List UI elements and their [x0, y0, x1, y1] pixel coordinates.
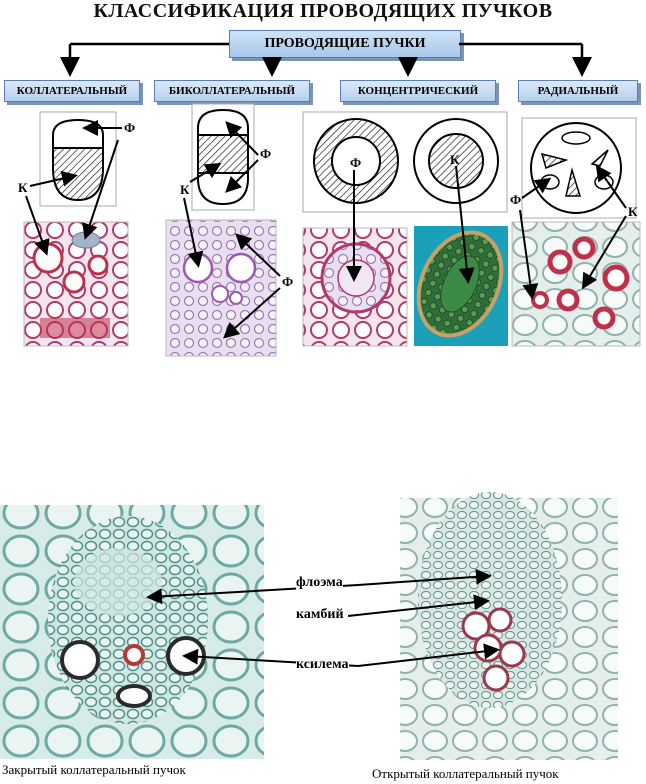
- phloem-marker-radial: Ф: [510, 192, 522, 207]
- label-xylem: ксилема: [296, 657, 349, 673]
- category-radial: РАДИАЛЬНЫЙ: [518, 80, 638, 102]
- xylem-marker-collateral: К: [18, 180, 28, 195]
- micrograph-concentric-2: [414, 226, 508, 346]
- category-collateral: КОЛЛАТЕРАЛЬНЫЙ: [4, 80, 140, 102]
- xylem-marker-radial: К: [628, 204, 638, 219]
- label-cambium: камбий: [296, 607, 344, 623]
- page-title: КЛАССИФИКАЦИЯ ПРОВОДЯЩИХ ПУЧКОВ: [93, 0, 553, 22]
- pointer-arrows: [25, 120, 627, 667]
- phloem-marker-bicollateral-micro: Ф: [282, 274, 294, 289]
- label-phloem: флоэма: [296, 575, 343, 591]
- xylem-marker-bicollateral: К: [180, 182, 190, 197]
- bicollateral-schematic: [191, 103, 255, 211]
- phloem-marker-collateral: Ф: [124, 120, 136, 135]
- caption-open-collateral: Открытый коллатеральный пучок: [372, 766, 559, 781]
- micrograph-collateral: [23, 221, 129, 347]
- phloem-marker-bicollateral: Ф: [260, 146, 272, 161]
- micrograph-bicollateral: [165, 219, 277, 357]
- micrograph-concentric-1: [302, 227, 408, 347]
- collateral-schematic: [39, 111, 117, 207]
- concentric-schematic: [302, 111, 508, 213]
- xylem-marker-concentric: К: [450, 152, 460, 167]
- radial-schematic: [521, 117, 637, 219]
- category-bicollateral: БИКОЛЛАТЕРАЛЬНЫЙ: [154, 80, 310, 102]
- connector-lines: [60, 42, 592, 77]
- caption-closed-collateral: Закрытый коллатеральный пучок: [2, 762, 186, 777]
- category-concentric: КОНЦЕНТРИЧЕСКИЙ: [340, 80, 496, 102]
- micrograph-open-collateral: [400, 492, 618, 760]
- micrograph-closed-collateral: [0, 505, 264, 759]
- phloem-marker-concentric: Ф: [350, 155, 362, 170]
